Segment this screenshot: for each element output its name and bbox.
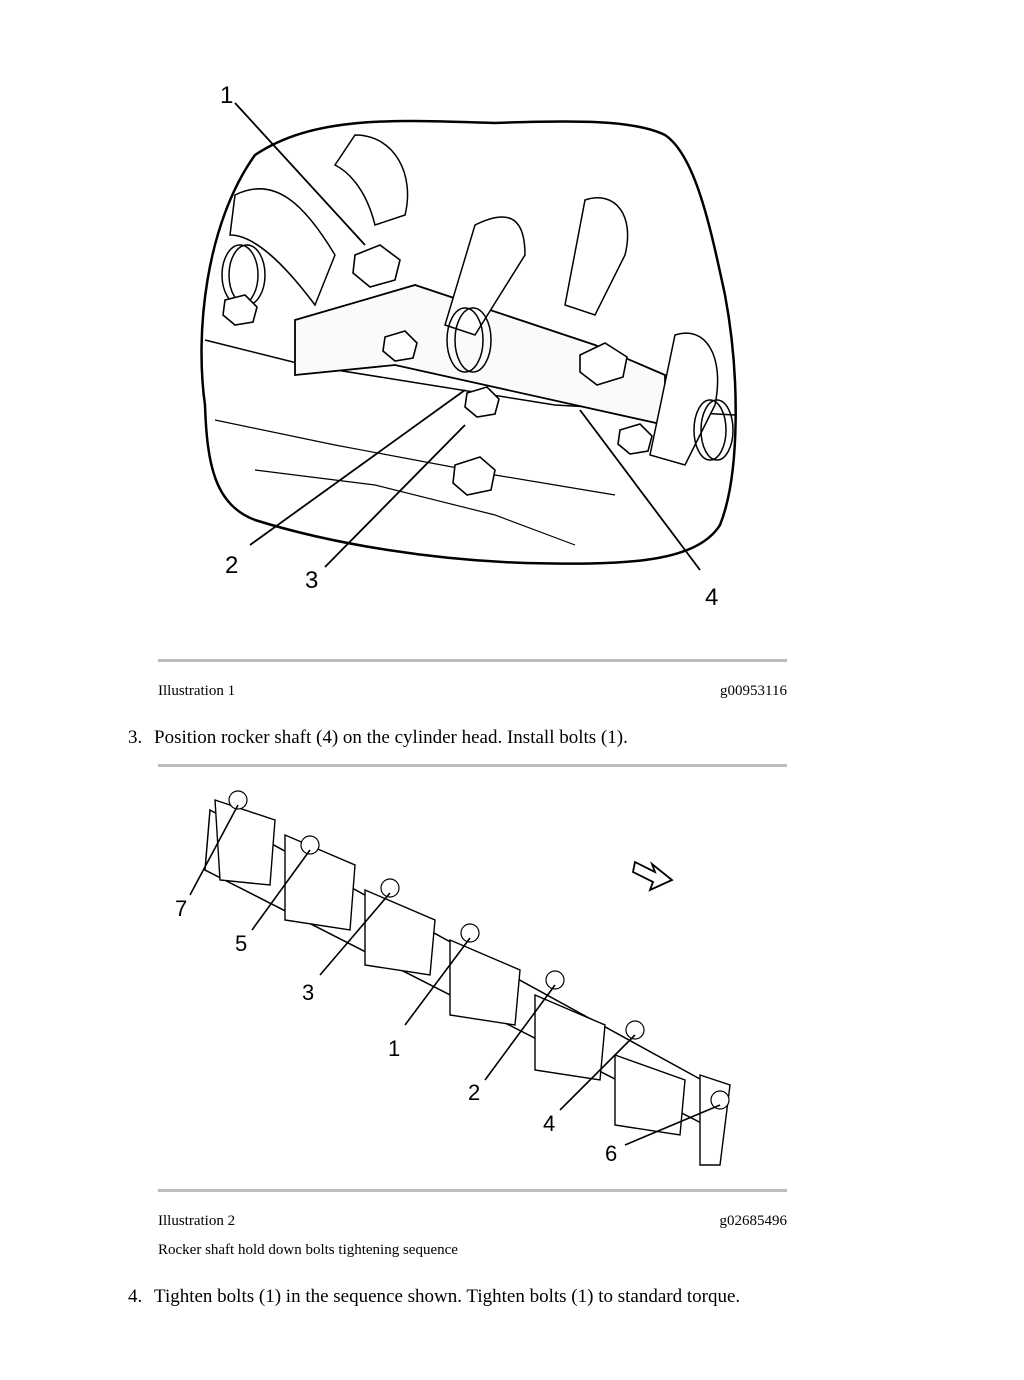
illustration-2-id: g02685496 xyxy=(719,1213,788,1229)
caption-rule-top-3 xyxy=(158,1189,787,1192)
step-4-number: 4. xyxy=(128,1286,143,1307)
callout-2b: 2 xyxy=(468,1080,480,1105)
step-4: 4. Tighten bolts (1) in the sequence show… xyxy=(128,1286,740,1308)
illustration-2-figure: 7 5 3 1 2 4 6 xyxy=(175,790,731,1166)
step-3: 3. Position rocker shaft (4) on the cylin… xyxy=(128,727,628,749)
callout-4: 4 xyxy=(705,584,718,611)
callout-2: 2 xyxy=(225,552,238,579)
illustration-1-id: g00953116 xyxy=(720,683,787,699)
illustration-1-figure: 1 2 3 4 xyxy=(200,82,737,611)
caption-rule-top-2 xyxy=(158,764,787,767)
illustration-1-label: Illustration 1 xyxy=(158,683,236,699)
callout-1b: 1 xyxy=(388,1036,400,1061)
callout-6: 6 xyxy=(605,1141,617,1166)
callout-7: 7 xyxy=(175,896,187,921)
caption-rule-top-1 xyxy=(158,659,787,662)
callout-3b: 3 xyxy=(302,980,314,1005)
illustration-2-label: Illustration 2 xyxy=(158,1213,236,1229)
callout-4b: 4 xyxy=(543,1111,555,1136)
callout-1: 1 xyxy=(220,82,233,109)
step-4-text: Tighten bolts (1) in the sequence shown.… xyxy=(154,1286,741,1307)
step-3-number: 3. xyxy=(128,727,143,748)
illustration-2-caption: Rocker shaft hold down bolts tightening … xyxy=(158,1242,458,1258)
step-3-text: Position rocker shaft (4) on the cylinde… xyxy=(154,727,628,748)
callout-5: 5 xyxy=(235,931,247,956)
callout-3: 3 xyxy=(305,567,318,594)
